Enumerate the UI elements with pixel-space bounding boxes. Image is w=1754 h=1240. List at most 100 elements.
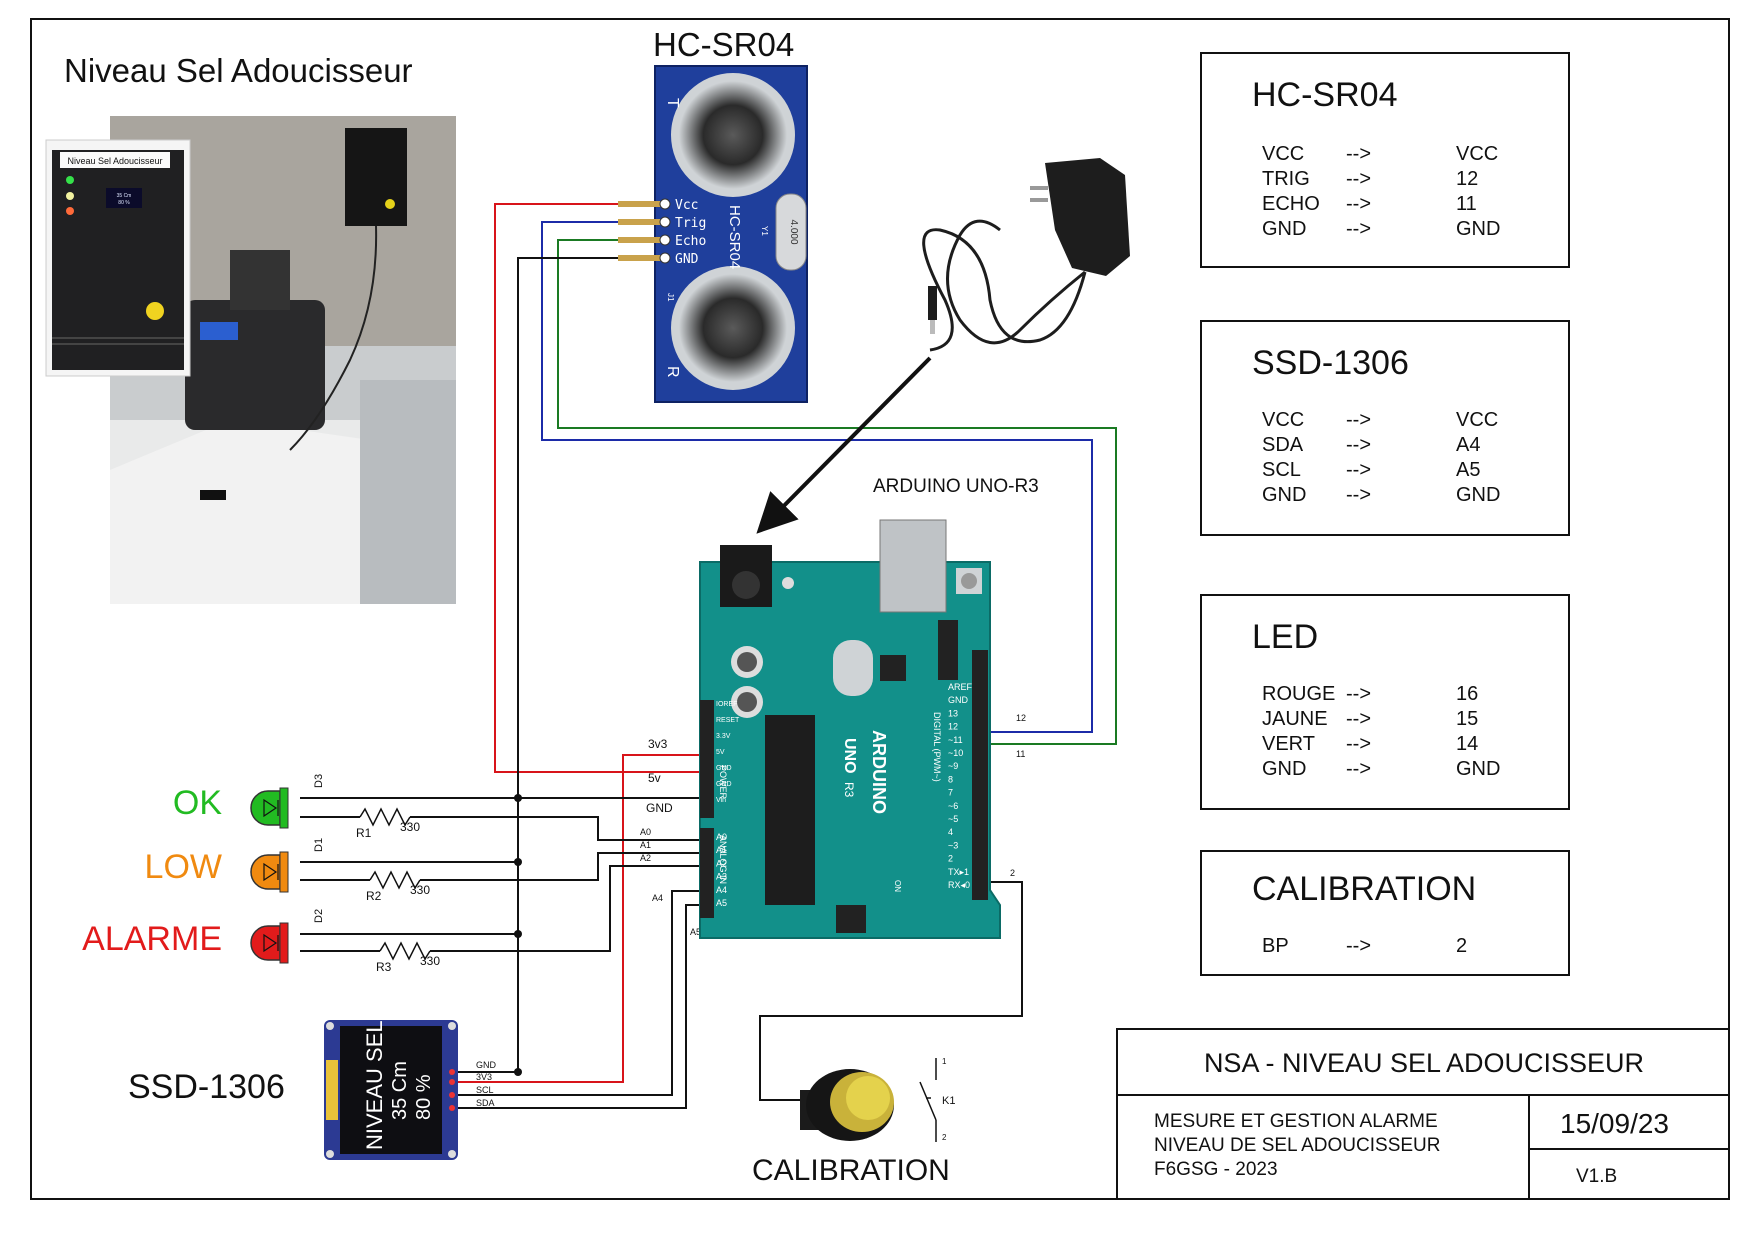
pin-source: SDA	[1262, 434, 1304, 456]
arduino-title: ARDUINO UNO-R3	[873, 476, 1039, 497]
arduino-analog-header: ANALOG IN	[718, 835, 728, 884]
pin-target: GND	[1456, 758, 1501, 780]
pin-row: JAUNE-->15	[1262, 707, 1500, 732]
analog-pin-label: A3	[716, 872, 727, 882]
digital-pin-label: 8	[948, 774, 953, 784]
led-label-low: LOW	[144, 848, 222, 886]
title-block: NSA - NIVEAU SEL ADOUCISSEUR MESURE ET G…	[1116, 1028, 1730, 1200]
table-calibration-title: CALIBRATION	[1252, 870, 1477, 908]
oled-screen-line-3: 80 %	[413, 1074, 435, 1120]
inset-oled-line-1: 35 Cm	[117, 193, 132, 199]
pin-target: GND	[1456, 218, 1501, 240]
pin-target: VCC	[1456, 409, 1499, 431]
digital-pin-label: TX▸1	[948, 867, 969, 877]
power-pin-label: GND	[716, 765, 732, 772]
led-label-ok: OK	[172, 784, 222, 822]
junction-dots	[514, 794, 522, 1076]
arduino-on-mark: ON	[893, 880, 902, 892]
digital-pin-label: 13	[948, 708, 958, 718]
analog-pin-label: A1	[716, 845, 727, 855]
wire-label-a2: A2	[640, 853, 651, 863]
wire-label-gnd: GND	[646, 801, 673, 815]
drawing-date: 15/09/23	[1560, 1108, 1669, 1139]
analog-pin-label: A2	[716, 858, 727, 868]
wire-label-5v: 5v	[648, 771, 661, 785]
table-hcsr04-title: HC-SR04	[1252, 76, 1398, 114]
pin-arrow: -->	[1346, 143, 1371, 165]
description-line-3: F6GSG - 2023	[1154, 1159, 1278, 1180]
pin-row: VCC-->VCC	[1262, 408, 1500, 433]
switch-pin-1: 1	[942, 1057, 947, 1066]
pin-target: 12	[1456, 168, 1479, 190]
oled-pin-scl: SCL	[476, 1085, 494, 1095]
digital-pin-label: 2	[948, 854, 953, 864]
led-body	[250, 925, 281, 961]
pin-target: VCC	[1456, 143, 1499, 165]
power-arrow	[756, 356, 932, 534]
wires	[300, 203, 1117, 1124]
analog-pin-label: A5	[716, 898, 727, 908]
sensor-board-label: HC-SR04	[726, 205, 743, 269]
led-rim	[279, 851, 289, 893]
table-calibration: CALIBRATION BP-->2	[1200, 850, 1570, 976]
pin-row: ECHO-->11	[1262, 192, 1500, 217]
digital-pin-label: 12	[948, 722, 958, 732]
device-inset-photo: Niveau Sel Adoucisseur 35 Cm 80 %	[45, 139, 191, 377]
calibration-pushbutton	[800, 1069, 894, 1141]
wire-label-a4: A4	[652, 893, 663, 903]
sensor-pin-vcc: Vcc	[675, 198, 698, 213]
oled-screen-line-2: 35 Cm	[389, 1061, 411, 1120]
wire-label-d11: 11	[1016, 749, 1025, 759]
digital-pin-label: ~6	[948, 801, 958, 811]
pin-source: BP	[1262, 935, 1289, 957]
resistor-value: 330	[410, 883, 430, 897]
pin-source: TRIG	[1262, 168, 1310, 190]
wire-label-a1: A1	[640, 840, 651, 850]
pin-target: A4	[1456, 434, 1481, 456]
pin-source: SCL	[1262, 459, 1301, 481]
power-pin-label: IOREF	[716, 701, 737, 708]
pin-arrow: -->	[1346, 409, 1371, 431]
table-led-title: LED	[1252, 618, 1319, 656]
pin-row: ROUGE-->16	[1262, 682, 1500, 707]
pin-target: GND	[1456, 484, 1501, 506]
arduino-digital-header: DIGITAL (PWM~)	[932, 712, 942, 782]
digital-pin-label: GND	[948, 695, 969, 705]
pin-row: BP-->2	[1262, 934, 1467, 959]
pin-source: GND	[1262, 758, 1307, 780]
pin-row: VCC-->VCC	[1262, 142, 1500, 167]
led-body	[250, 854, 281, 890]
wire-label-3v3: 3v3	[648, 737, 668, 751]
pin-row: GND-->GND	[1262, 757, 1500, 782]
description-line-2: NIVEAU DE SEL ADOUCISSEUR	[1154, 1135, 1441, 1156]
pin-target: 11	[1456, 193, 1477, 215]
pin-source: JAUNE	[1262, 708, 1328, 730]
analog-pin-label: A4	[716, 885, 727, 895]
pin-row: SCL --> A5	[1262, 458, 1500, 483]
pin-arrow: -->	[1346, 218, 1371, 240]
resistor-symbol	[379, 941, 431, 961]
pin-target: 14	[1456, 733, 1479, 755]
arduino-uno-board: UNO ARDUINO R3 DIGITAL (PWM~) POWER ANAL…	[699, 519, 1001, 939]
sensor-pin-gnd: GND	[675, 252, 699, 267]
pin-arrow: -->	[1346, 459, 1371, 481]
sensor-pin-trig: Trig	[675, 216, 706, 231]
arduino-brand-mark: ARDUINO	[869, 730, 889, 814]
sensor-mark-r: R	[664, 366, 681, 378]
sensor-title: HC-SR04	[653, 26, 795, 63]
pin-target: A5	[1456, 459, 1481, 481]
power-pin-label: 3.3V	[716, 733, 731, 740]
oled-pin-gnd: GND	[476, 1060, 497, 1070]
oled-screen-line-1: NIVEAU SEL	[362, 1020, 387, 1150]
led-ref: D3	[313, 774, 325, 788]
table-calibration-pins: BP-->2	[1262, 934, 1467, 959]
